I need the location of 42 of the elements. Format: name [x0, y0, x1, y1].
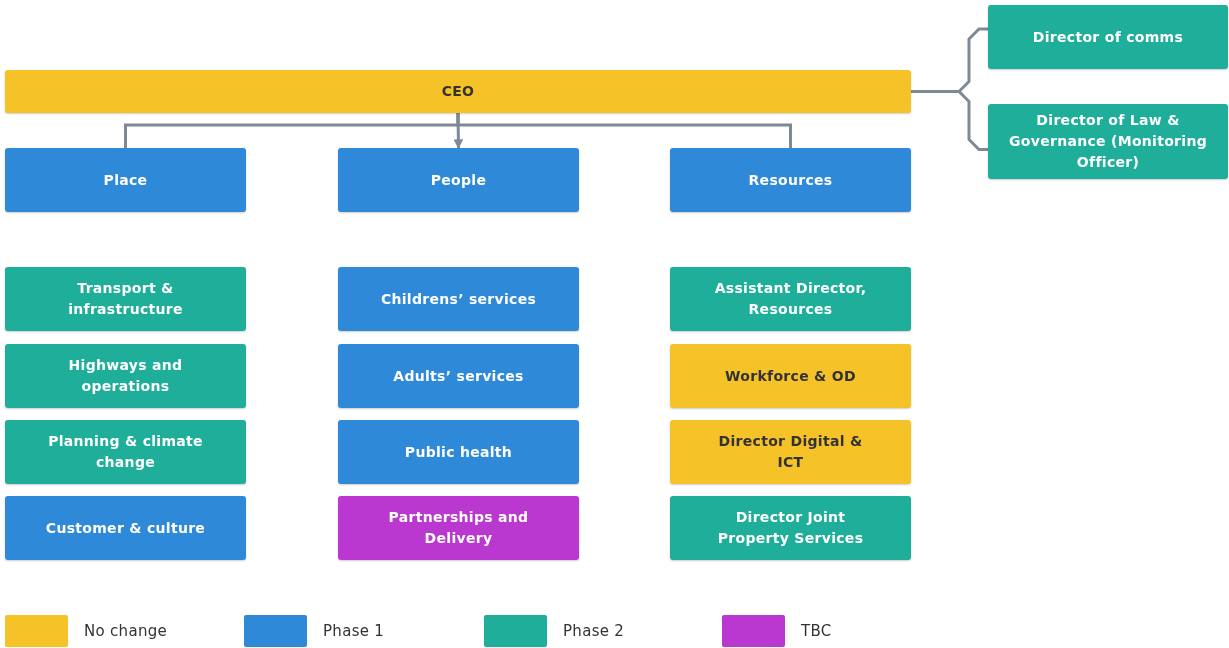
box-label: Director Digital & ICT [717, 432, 864, 472]
box-label: Assistant Director, Resources [713, 279, 868, 319]
org-box [5, 267, 246, 331]
org-box [338, 148, 579, 212]
box-label: Highways and operations [67, 356, 184, 396]
box-label: CEO [441, 82, 475, 101]
org-box [5, 496, 246, 560]
box-label: Public health [404, 442, 513, 462]
box-label: Planning & climate change [47, 432, 204, 472]
org-box [988, 104, 1228, 179]
org-box [988, 5, 1228, 69]
box-label: Director of comms [1032, 27, 1184, 47]
box-label: People [430, 170, 487, 190]
org-box [670, 267, 911, 331]
box-label: Transport & infrastructure [67, 279, 184, 319]
org-box [5, 70, 911, 113]
org-box [338, 344, 579, 408]
org-box [670, 420, 911, 484]
org-box [5, 148, 246, 212]
org-box [670, 496, 911, 560]
box-label: Customer & culture [45, 518, 206, 538]
box-label: Adults’ services [393, 366, 524, 386]
legend-label: Phase 2 [563, 621, 625, 642]
box-label: Childrens’ services [380, 289, 537, 309]
org-box [338, 496, 579, 560]
org-box [670, 344, 911, 408]
box-label: Place [103, 170, 148, 190]
connector-line [911, 90, 988, 151]
legend-label: No change [84, 621, 168, 642]
box-label: Director Joint Property Services [716, 508, 865, 548]
box-label: Workforce & OD [725, 366, 856, 386]
legend-label: Phase 1 [323, 621, 385, 642]
legend-label: TBC [801, 621, 832, 642]
org-box [338, 267, 579, 331]
connector-line [456, 113, 792, 148]
box-label: Director of Law & Governance (Monitoring Officer) [1008, 111, 1208, 172]
org-box [5, 420, 246, 484]
box-label: Resources [748, 170, 833, 190]
org-box [670, 148, 911, 212]
box-label: Partnerships and Delivery [387, 508, 530, 548]
org-box [338, 420, 579, 484]
org-box [5, 344, 246, 408]
